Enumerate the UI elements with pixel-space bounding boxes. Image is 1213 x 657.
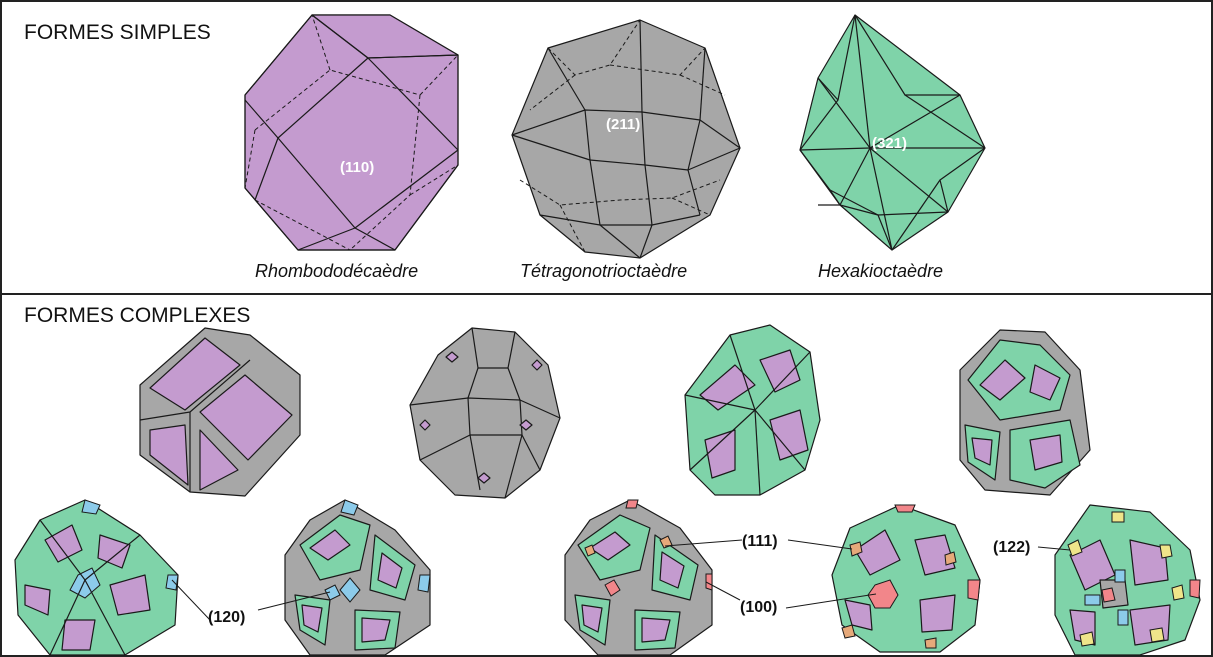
- complex-form-7: [564, 499, 713, 656]
- hexakioctahedron-name: Hexakioctaèdre: [818, 261, 943, 281]
- callout-120-label: (120): [208, 609, 245, 626]
- callout-111-label: (111): [742, 533, 778, 550]
- simple-forms-title: FORMES SIMPLES: [24, 21, 211, 44]
- complex-form-1: [139, 327, 301, 497]
- index-321-label: (321): [872, 135, 907, 152]
- index-211-label: (211): [606, 116, 640, 133]
- complex-form-3: [684, 324, 821, 496]
- callout-100-leader-b: [785, 593, 877, 609]
- complex-form-5: [14, 499, 179, 656]
- complex-form-8: [831, 504, 981, 653]
- callout-100-leader: [705, 581, 741, 601]
- complex-forms-title: FORMES COMPLEXES: [24, 304, 250, 327]
- callout-122-leader: [1037, 546, 1071, 551]
- complex-form-9: [1054, 504, 1201, 656]
- tetragonotrioctahedron-name: Tétragonotrioctaèdre: [520, 261, 687, 281]
- tetragonotrioctahedron-crystal: [511, 19, 741, 259]
- rhombododecahedron-crystal: [244, 14, 459, 251]
- complex-form-6: [284, 499, 431, 656]
- callout-100-label: (100): [740, 599, 777, 616]
- callout-122-label: (122): [993, 539, 1030, 556]
- index-110-label: (110): [340, 159, 374, 176]
- callout-120-leader: [171, 579, 211, 621]
- callout-111-leader: [664, 539, 743, 547]
- callout-120-leader-b: [257, 591, 331, 611]
- callout-111-leader-b: [787, 539, 853, 550]
- rhombododecahedron-name: Rhombododécaèdre: [255, 261, 418, 281]
- complex-form-4: [959, 329, 1091, 496]
- hexakioctahedron-crystal: [799, 14, 986, 251]
- complex-form-2: [409, 327, 561, 499]
